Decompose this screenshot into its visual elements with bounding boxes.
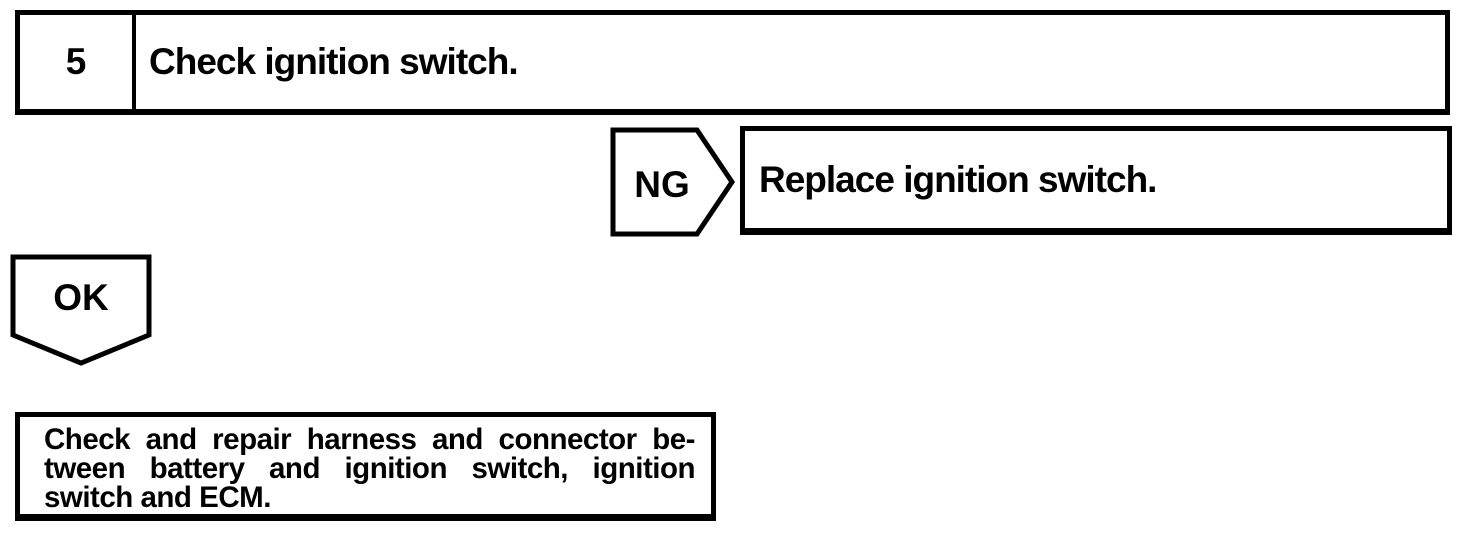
ng-label: NG bbox=[634, 164, 690, 205]
ng-action-text: Replace ignition switch. bbox=[759, 158, 1157, 200]
ok-pentagon: OK bbox=[10, 254, 152, 366]
step-instruction: Check ignition switch. bbox=[149, 41, 519, 82]
step-number: 5 bbox=[20, 15, 136, 109]
ng-pentagon: NG bbox=[610, 127, 736, 237]
ng-action-box: Replace ignition switch. bbox=[740, 126, 1452, 235]
step-box: 5 Check ignition switch. bbox=[15, 10, 1450, 115]
ok-action-box: Check and repair harness and connector b… bbox=[15, 412, 716, 521]
ok-action-line: Check and repair harness and connector b… bbox=[44, 423, 696, 456]
ng-pentagon-shape bbox=[610, 127, 736, 237]
ok-action-line: tween battery and ignition switch, ignit… bbox=[44, 452, 696, 485]
ok-label: OK bbox=[53, 277, 109, 318]
ok-action-line: switch and ECM. bbox=[44, 481, 271, 514]
ok-pentagon-shape bbox=[10, 254, 152, 366]
